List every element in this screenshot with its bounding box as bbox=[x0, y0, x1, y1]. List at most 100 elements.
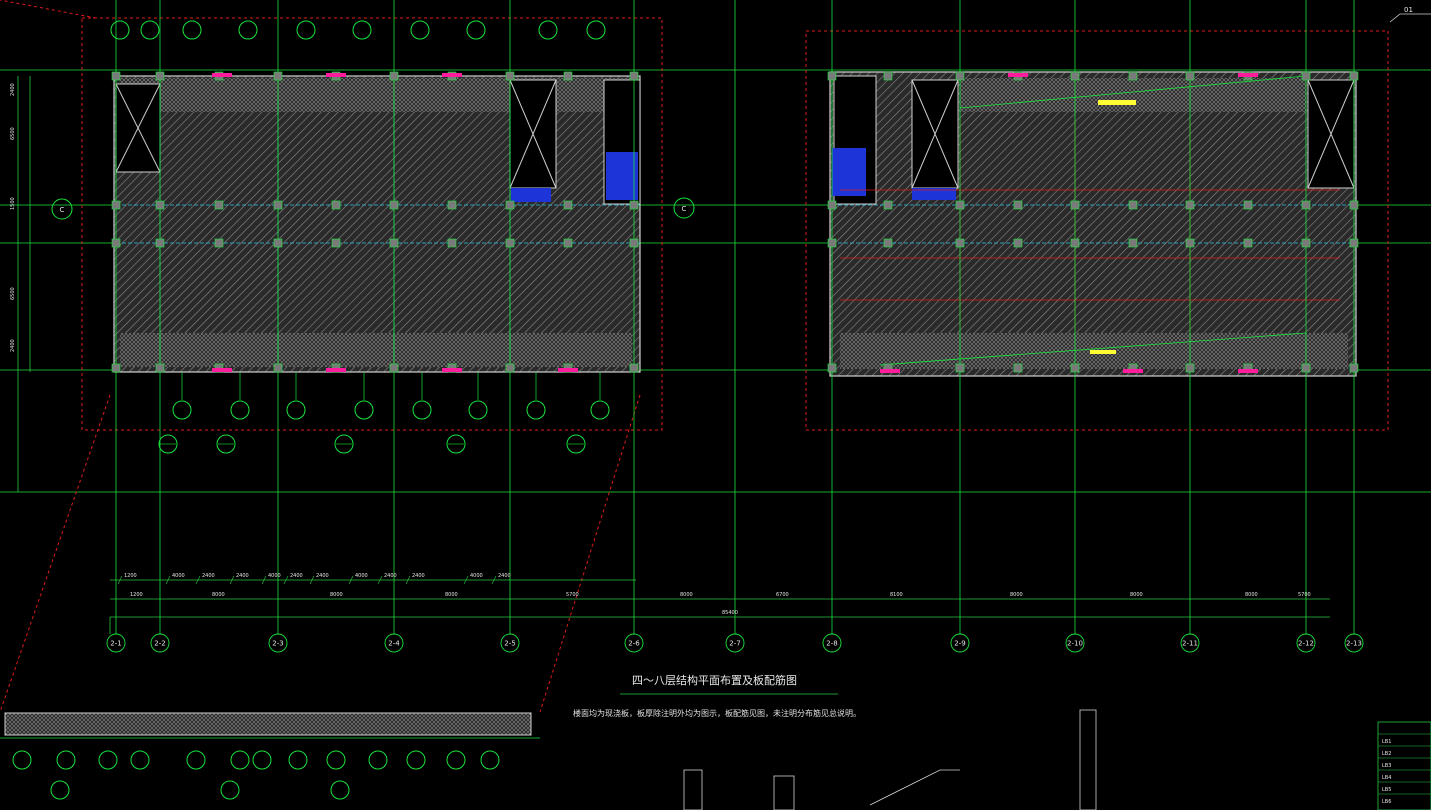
detail-bubble-top bbox=[410, 20, 430, 40]
dim-text-left: 1500 bbox=[10, 197, 16, 210]
row-axis-bubble bbox=[673, 197, 695, 219]
column bbox=[214, 200, 224, 210]
window-marker bbox=[212, 73, 232, 77]
axis-bubble bbox=[150, 633, 170, 653]
column bbox=[447, 238, 457, 248]
detail-bubble bbox=[468, 400, 488, 420]
axis-label: 2-8 bbox=[826, 640, 837, 648]
dim-text-lower: 8000 bbox=[445, 592, 458, 598]
window-marker bbox=[1238, 369, 1258, 373]
lower-bubble bbox=[368, 750, 388, 770]
lower-partial-plan bbox=[0, 712, 540, 739]
column bbox=[563, 200, 573, 210]
window-marker bbox=[558, 368, 578, 372]
row-axis-label: C bbox=[60, 206, 65, 214]
row-axis-label: C bbox=[682, 205, 687, 213]
column bbox=[389, 363, 399, 373]
column bbox=[563, 238, 573, 248]
dim-tick bbox=[405, 575, 411, 585]
axis-label: 2-12 bbox=[1298, 640, 1314, 648]
axis-label: 2-11 bbox=[1182, 640, 1198, 648]
dim-text-upper: 2400 bbox=[236, 573, 249, 579]
lower-bubble bbox=[288, 750, 308, 770]
axis-bubble bbox=[1065, 633, 1085, 653]
dim-text-left: 2400 bbox=[10, 339, 16, 352]
window-marker bbox=[442, 73, 462, 77]
lower-section-bubble bbox=[330, 780, 350, 800]
dim-tick bbox=[463, 575, 469, 585]
dim-tick bbox=[377, 575, 383, 585]
window-marker bbox=[442, 368, 462, 372]
column bbox=[1070, 71, 1080, 81]
dim-text-left: 2400 bbox=[10, 83, 16, 96]
dim-text-left: 6500 bbox=[10, 127, 16, 140]
axis-bubble bbox=[384, 633, 404, 653]
dim-text-upper: 2400 bbox=[498, 573, 511, 579]
column bbox=[389, 71, 399, 81]
dim-text-upper: 2400 bbox=[316, 573, 329, 579]
detail-bubble-top bbox=[586, 20, 606, 40]
table-row-label: LB4 bbox=[1382, 775, 1391, 781]
axis-bubble bbox=[950, 633, 970, 653]
left-floor-plan bbox=[113, 75, 641, 373]
column bbox=[331, 238, 341, 248]
dim-text-upper: 2400 bbox=[412, 573, 425, 579]
axis-bubble bbox=[500, 633, 520, 653]
axis-label: 2-3 bbox=[272, 640, 283, 648]
window-marker bbox=[880, 369, 900, 373]
column bbox=[505, 71, 515, 81]
column bbox=[155, 200, 165, 210]
detail-bubble-top bbox=[466, 20, 486, 40]
dim-text-upper: 4000 bbox=[470, 573, 483, 579]
axis-label: 2-2 bbox=[154, 640, 165, 648]
axis-label: 2-7 bbox=[729, 640, 740, 648]
dim-tick bbox=[117, 575, 123, 585]
detail-bubble-top bbox=[238, 20, 258, 40]
lower-section-bubble bbox=[50, 780, 70, 800]
section-details bbox=[683, 709, 1431, 810]
detail-bubble bbox=[230, 400, 250, 420]
axis-label: 2-4 bbox=[388, 640, 400, 648]
column bbox=[883, 200, 893, 210]
column bbox=[955, 238, 965, 248]
detail-bubble bbox=[354, 400, 374, 420]
detail-bubble bbox=[590, 400, 610, 420]
table-row-label: LB1 bbox=[1382, 739, 1391, 745]
column bbox=[629, 200, 639, 210]
column bbox=[883, 238, 893, 248]
dim-text-upper: 4000 bbox=[268, 573, 281, 579]
drawing-note: 楼面均为现浇板，板厚除注明外均为图示，板配筋见图，未注明分布筋见总说明。 bbox=[573, 708, 861, 718]
column bbox=[1243, 200, 1253, 210]
column bbox=[331, 200, 341, 210]
column bbox=[1185, 363, 1195, 373]
column bbox=[1128, 200, 1138, 210]
dim-text-lower: 8000 bbox=[212, 592, 225, 598]
window-marker bbox=[1008, 73, 1028, 77]
column bbox=[827, 71, 837, 81]
dim-tick bbox=[491, 575, 497, 585]
axis-label: 2-9 bbox=[954, 640, 965, 648]
column bbox=[155, 363, 165, 373]
column bbox=[1301, 238, 1311, 248]
dim-tick bbox=[229, 575, 235, 585]
column bbox=[827, 238, 837, 248]
dim-text-left: 6500 bbox=[10, 287, 16, 300]
column bbox=[883, 71, 893, 81]
dim-tick bbox=[195, 575, 201, 585]
column bbox=[629, 238, 639, 248]
detail-bubble bbox=[412, 400, 432, 420]
column bbox=[1243, 238, 1253, 248]
column bbox=[389, 200, 399, 210]
dim-text-upper: 2400 bbox=[290, 573, 303, 579]
axis-label: 2-5 bbox=[504, 640, 515, 648]
column bbox=[827, 363, 837, 373]
lower-bubble bbox=[98, 750, 118, 770]
axis-label: 2-6 bbox=[628, 640, 640, 648]
table-row-label: LB6 bbox=[1382, 799, 1391, 805]
column bbox=[111, 363, 121, 373]
column bbox=[563, 71, 573, 81]
lower-bubble bbox=[480, 750, 500, 770]
lower-bubble bbox=[446, 750, 466, 770]
column bbox=[1349, 71, 1359, 81]
